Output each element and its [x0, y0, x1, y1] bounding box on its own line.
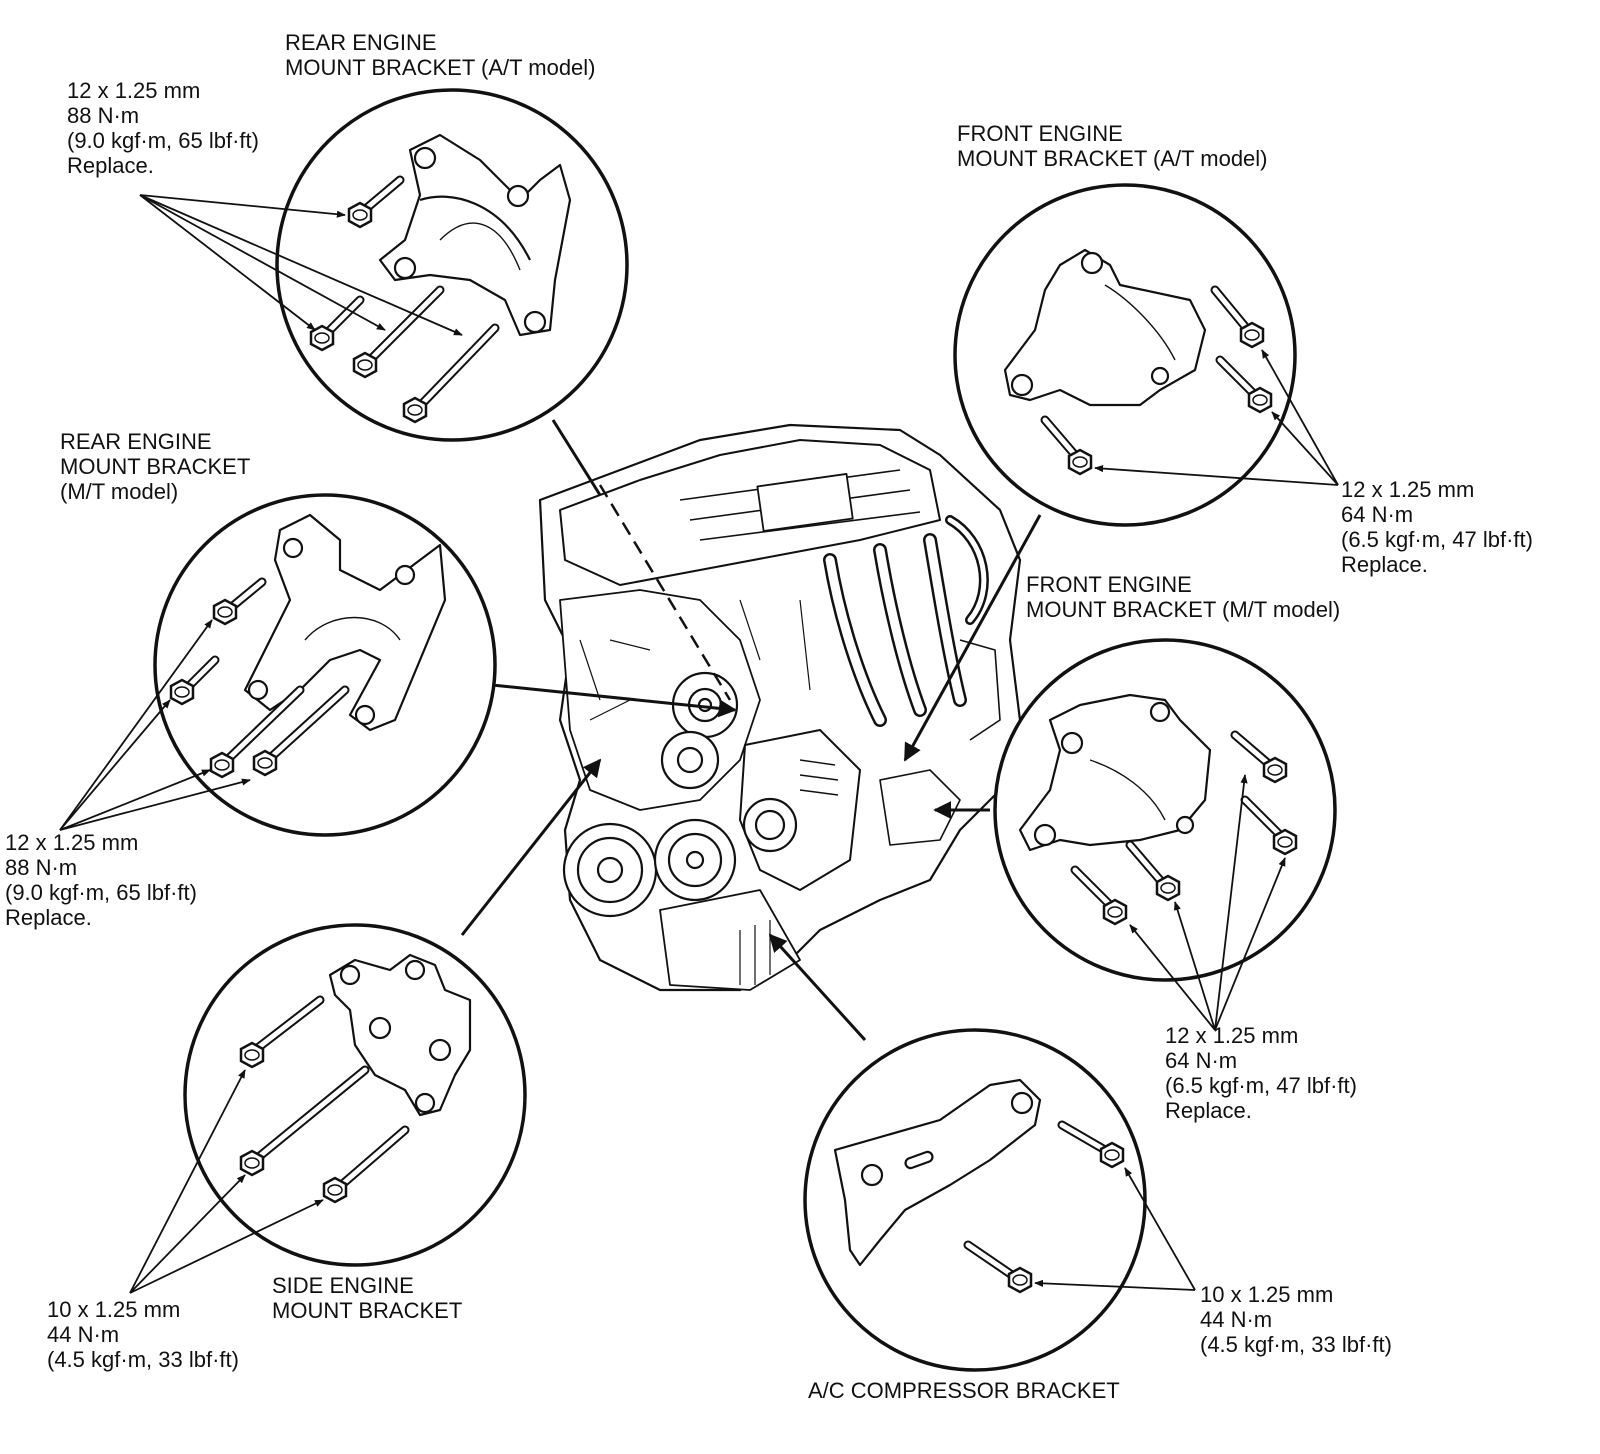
- side-bracket: [328, 953, 472, 1117]
- connector-front-at: [903, 514, 1042, 762]
- rear-at-title: REAR ENGINE MOUNT BRACKET (A/T model): [285, 30, 596, 80]
- side-title: SIDE ENGINE MOUNT BRACKET: [272, 1273, 463, 1323]
- detail-circle-rear-mt: [153, 493, 497, 837]
- rear-mt-spec: 12 x 1.25 mm 88 N·m (9.0 kgf·m, 65 lbf·f…: [5, 830, 197, 930]
- front-at-bolts: [1040, 285, 1273, 476]
- detail-circle-front-mt: [993, 638, 1337, 982]
- detail-circle-rear-at: [275, 88, 629, 442]
- front-at-spec: 12 x 1.25 mm 64 N·m (6.5 kgf·m, 47 lbf·f…: [1341, 477, 1533, 577]
- connector-lines: [460, 419, 1042, 1042]
- connector-side: [460, 758, 602, 936]
- detail-circle-front-at: [953, 183, 1297, 527]
- callout-arrows: [59, 194, 1339, 1294]
- side-spec: 10 x 1.25 mm 44 N·m (4.5 kgf·m, 33 lbf·f…: [47, 1297, 239, 1372]
- rear-at-spec: 12 x 1.25 mm 88 N·m (9.0 kgf·m, 65 lbf·f…: [67, 78, 259, 178]
- connector-rear-at: [551, 419, 602, 496]
- ac-bracket: [833, 1078, 1042, 1267]
- rear-mt-bolts: [169, 577, 350, 779]
- rear-at-bolts: [309, 175, 500, 424]
- front-at-title: FRONT ENGINE MOUNT BRACKET (A/T model): [957, 121, 1268, 171]
- rear-mt-bracket: [243, 513, 447, 732]
- connector-ac: [768, 933, 867, 1042]
- side-bolts: [239, 995, 410, 1204]
- rear-mt-title: REAR ENGINE MOUNT BRACKET (M/T model): [60, 429, 251, 504]
- ac-title: A/C COMPRESSOR BRACKET: [808, 1378, 1120, 1403]
- front-mt-spec: 12 x 1.25 mm 64 N·m (6.5 kgf·m, 47 lbf·f…: [1165, 1023, 1357, 1123]
- engine-illustration: [538, 423, 1022, 992]
- connector-rear-mt: [491, 683, 737, 718]
- rear-at-bracket: [378, 133, 572, 337]
- front-mt-bracket: [1018, 693, 1212, 852]
- front-mt-bolts: [1070, 730, 1298, 926]
- ac-bolts: [963, 1120, 1125, 1294]
- front-at-bracket: [1003, 248, 1207, 407]
- front-mt-title: FRONT ENGINE MOUNT BRACKET (M/T model): [1026, 572, 1341, 622]
- detail-circle-side: [183, 923, 527, 1267]
- ac-spec: 10 x 1.25 mm 44 N·m (4.5 kgf·m, 33 lbf·f…: [1200, 1282, 1392, 1357]
- detail-circle-ac: [803, 1028, 1147, 1372]
